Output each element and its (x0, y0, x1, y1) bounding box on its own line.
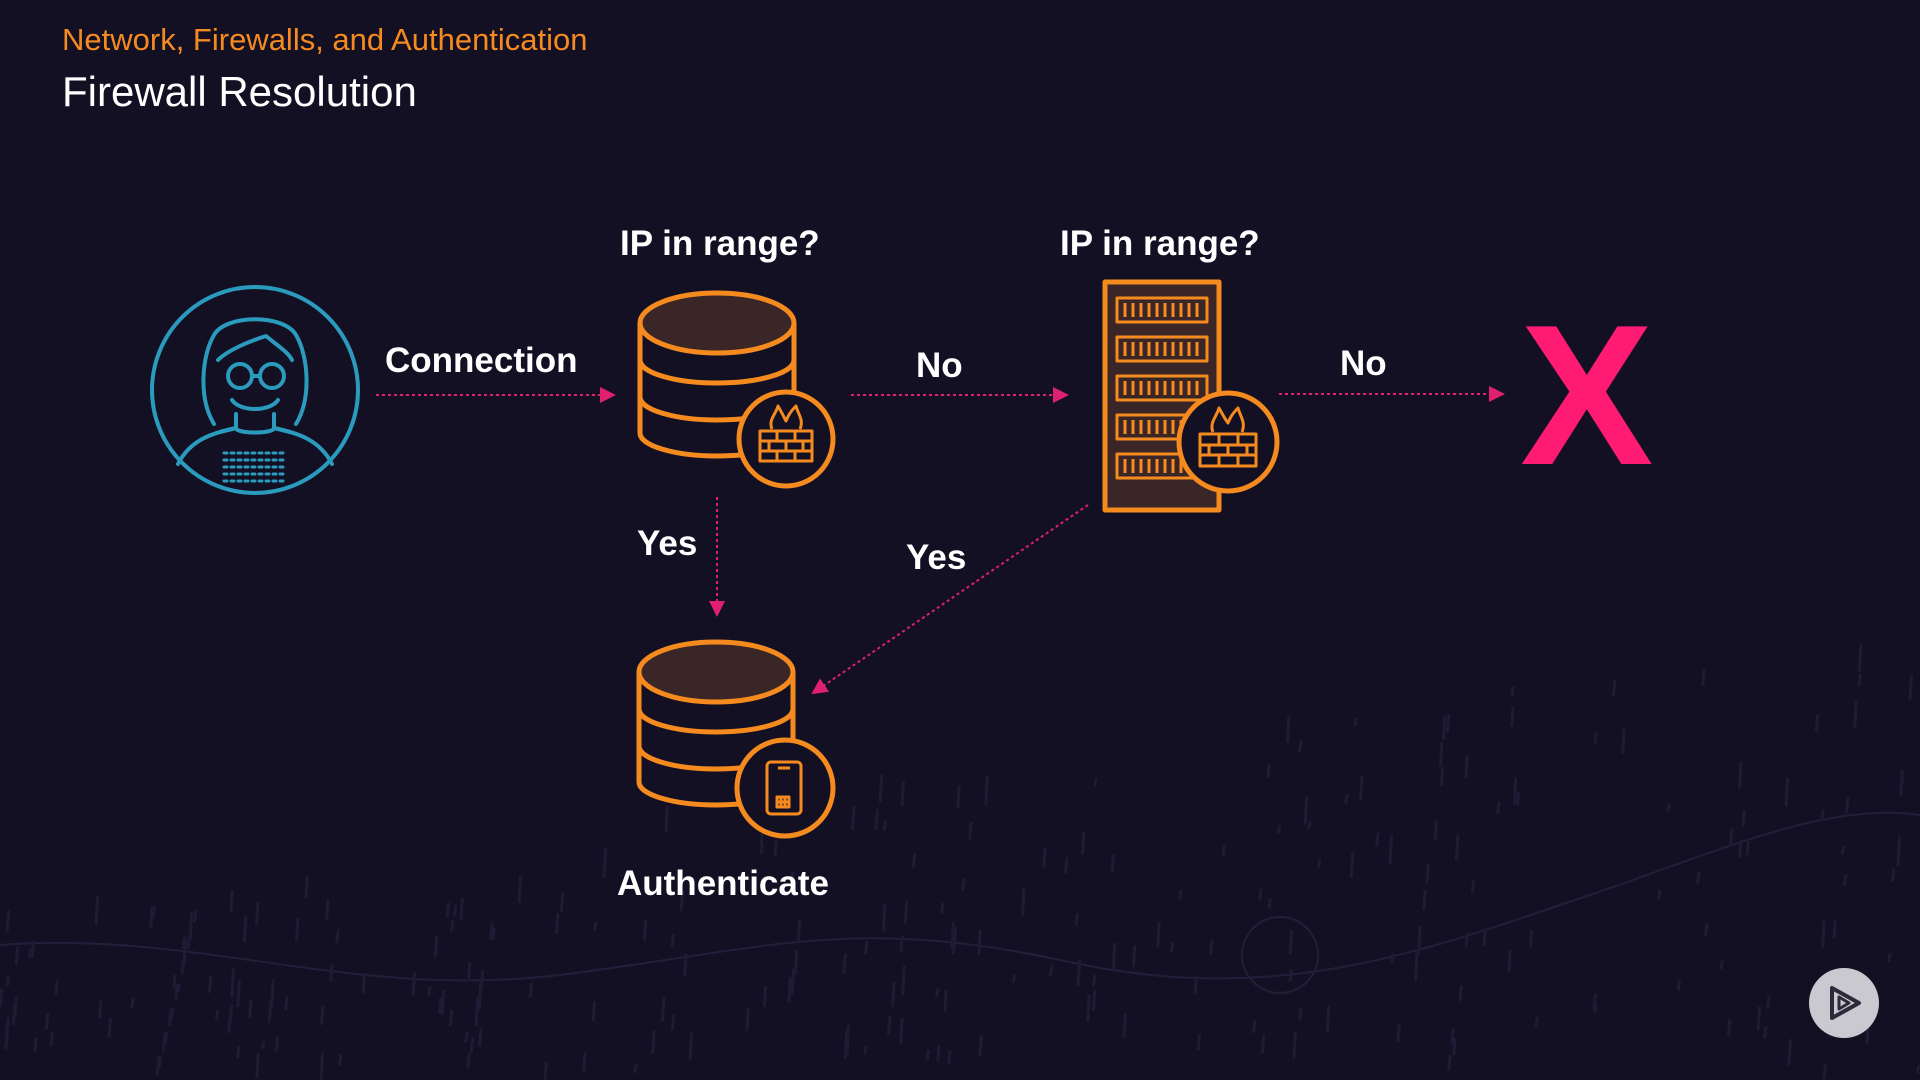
user-avatar-icon (150, 285, 360, 495)
database-mobile-auth-icon (636, 639, 836, 839)
edge-label-no-2: No (1340, 344, 1387, 383)
edge-label-yes-1: Yes (637, 524, 698, 563)
server-firewall-icon (1102, 279, 1280, 513)
player-logo-button[interactable] (1809, 968, 1879, 1038)
slide-title: Firewall Resolution (62, 68, 417, 115)
arrow-yes-2 (811, 504, 1089, 695)
database-firewall-icon (637, 290, 836, 489)
deck-subtitle: Network, Firewalls, and Authentication (62, 22, 588, 57)
edge-label-connection: Connection (385, 341, 578, 380)
play-logo-icon (1830, 986, 1861, 1020)
node-label-authenticate: Authenticate (617, 864, 829, 903)
edge-label-yes-2: Yes (906, 538, 967, 577)
denied-x-mark: X (1520, 284, 1654, 507)
decision-label-ip-range-1: IP in range? (620, 224, 820, 263)
edge-label-no-1: No (916, 346, 963, 385)
decision-label-ip-range-2: IP in range? (1060, 224, 1260, 263)
